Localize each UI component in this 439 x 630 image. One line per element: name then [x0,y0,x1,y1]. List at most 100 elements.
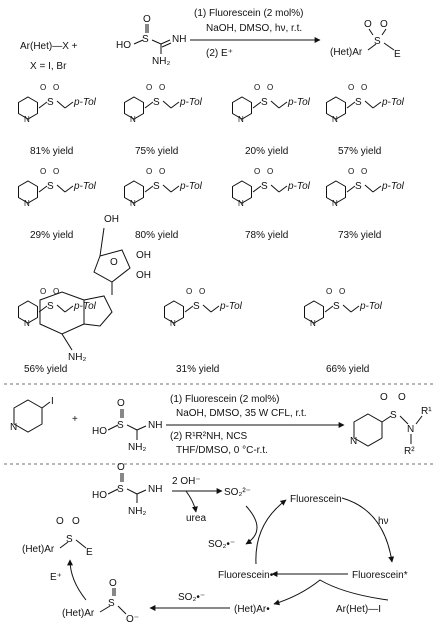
atom-s: S [117,484,124,495]
yield-label: 56% yield [24,364,67,375]
atom-nh2: NH₂ [128,442,146,453]
p-tolyl-label: p-Tol [219,301,243,312]
atom-nh2: NH₂ [152,56,170,67]
atom-o: O [348,83,354,92]
aromatic-ring [326,180,346,204]
halide-note: X = I, Br [30,61,67,72]
atom-n: N [350,436,357,447]
yield-label: 81% yield [30,146,73,157]
atom-s: S [117,420,124,431]
fluorescein: Fluorescein [290,494,342,505]
atom-o: O [380,392,388,403]
aromatic-ring [124,180,144,204]
atom-s: S [355,181,362,192]
atom-n: N [238,199,244,208]
atom-nh2: NH₂ [68,352,86,363]
sulfur-dioxide-radical-anion-2: SO₂•⁻ [178,592,205,603]
atom-n: N [332,115,338,124]
condition-step-1: (1) Fluorescein (2 mol%) [194,8,303,19]
plus-sign: + [72,414,78,425]
atom-s: S [261,97,268,108]
r2-condition-3: (2) R¹R²NH, NCS [170,431,248,442]
p-tolyl-label: p-Tol [179,181,203,192]
p-tolyl-label: p-Tol [287,97,311,108]
atom-ho: HO [92,490,107,501]
yield-label: 80% yield [135,230,178,241]
atom-n: N [130,199,136,208]
atom-o: O [53,83,59,92]
atom-o: O [117,398,125,409]
sulfone-product: (Het)Ar S O O E [330,19,401,60]
sulfonamide-product: N S O O N R¹ R² [350,392,432,457]
p-tolyl-label: p-Tol [287,181,311,192]
sulfoxylate-dianion: SO₂²⁻ [224,487,251,498]
atom-s: S [108,598,115,609]
aromatic-ring [304,300,324,324]
atom-o: O [159,83,165,92]
sulfone-electrophile: E [86,547,93,558]
yield-label: 73% yield [338,230,381,241]
p-tolyl-label: p-Tol [179,97,203,108]
atom-s: S [47,181,54,192]
atom-o: O [199,287,205,296]
electrophile-arrow [67,559,87,601]
atom-ho: HO [92,426,107,437]
r1-substituent: R¹ [421,406,432,417]
reaction-2: N I + HO S O NH NH₂ (1) Fluorescein (2 m… [10,392,432,457]
atom-o: O [56,516,64,527]
atom-n: N [170,319,176,328]
fluorescein-radical-anion: Fluorescein•⁻ [218,570,278,581]
yield-label: 75% yield [135,146,178,157]
nucleoside-fragment: OH OH OH O NH₂ [39,214,151,363]
atom-oh: OH [136,250,151,261]
atom-s: S [153,181,160,192]
aromatic-ring [232,96,252,120]
atom-o: O [361,83,367,92]
aromatic-ring [164,300,184,324]
atom-i: I [51,396,54,407]
atom-n: N [24,115,30,124]
aromatic-ring [18,180,38,204]
aromatic-ring [18,300,38,324]
hydroxide-label: 2 OH⁻ [172,476,201,487]
atom-o: O [109,578,117,589]
yield-label: 66% yield [326,364,369,375]
atom-s: S [47,97,54,108]
atom-n: N [238,115,244,124]
atom-o: O [146,83,152,92]
atom-o: O [267,167,273,176]
atom-o: O [40,83,46,92]
yield-label: 20% yield [245,146,288,157]
atom-o: O [186,287,192,296]
aromatic-ring [326,96,346,120]
reduction-arrow [273,579,389,606]
sulfone-aryl: (Het)Ar [22,544,55,555]
aryl-iodide: Ar(Het)—I [336,604,381,615]
atom-o: O [267,83,273,92]
atom-n: N [310,319,316,328]
sulfur-dioxide-radical-anion: SO₂•⁻ [208,539,235,550]
atom-oh: OH [104,214,119,225]
atom-nh2: NH₂ [128,506,146,517]
atom-s: S [193,301,200,312]
aryl-radical: (Het)Ar• [234,604,270,615]
atom-n: N [130,115,136,124]
atom-o: O [326,287,332,296]
atom-n: N [332,199,338,208]
urea-label: urea [186,513,206,524]
atom-n: N [24,199,30,208]
atom-s: S [261,181,268,192]
yield-label: 57% yield [338,146,381,157]
p-tolyl-label: p-Tol [73,181,97,192]
yield-label: 78% yield [245,230,288,241]
electrophile-label: E⁺ [50,572,62,583]
atom-o-minus: O⁻ [126,614,139,625]
atom-oh: OH [136,270,151,281]
